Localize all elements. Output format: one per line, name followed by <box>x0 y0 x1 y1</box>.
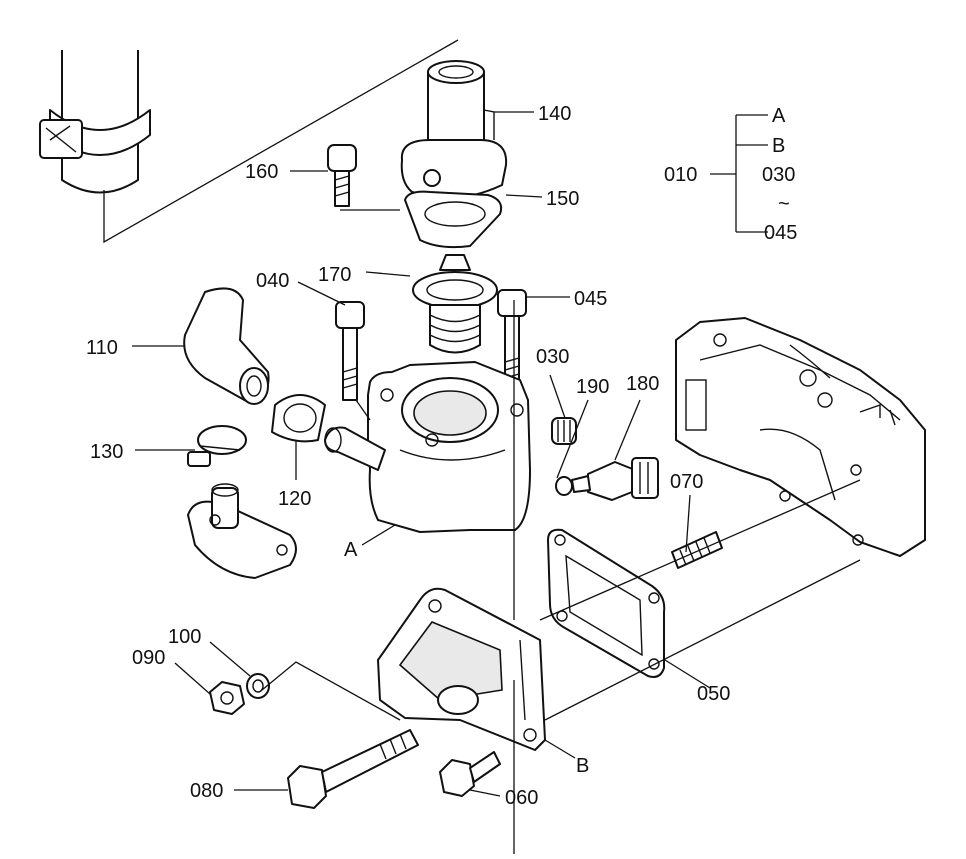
callout-180: 180 <box>626 373 659 395</box>
leader-lines <box>132 111 861 854</box>
callout-120: 120 <box>278 488 311 510</box>
callout-110: 110 <box>86 337 118 359</box>
callout-130: 130 <box>90 441 123 463</box>
callout-ref-b: B <box>576 755 589 777</box>
callout-labels: 140 150 160 170 040 045 110 030 190 180 … <box>86 103 730 809</box>
callout-170: 170 <box>318 264 351 286</box>
callout-040: 040 <box>256 270 289 292</box>
thermostat-housing <box>324 361 531 533</box>
bypass-hose <box>183 287 270 405</box>
legend-item-a: A <box>772 105 786 127</box>
bolt-080 <box>287 729 419 809</box>
bolt-040 <box>335 301 365 401</box>
legend-group-label: 010 <box>664 164 697 186</box>
callout-060: 060 <box>505 787 538 809</box>
stud-070 <box>671 531 723 569</box>
callout-150: 150 <box>546 188 579 210</box>
callout-090: 090 <box>132 647 165 669</box>
o-ring-190 <box>555 476 573 496</box>
lower-housing <box>377 587 546 751</box>
group-legend: 010 A B 030 ~ 045 <box>664 105 797 244</box>
cylinder-head <box>675 317 926 557</box>
hose-clamp-130 <box>187 425 247 467</box>
bolt-160 <box>327 144 357 207</box>
callout-100: 100 <box>168 626 201 648</box>
callout-190: 190 <box>576 376 609 398</box>
callout-050: 050 <box>697 683 730 705</box>
nut-090 <box>209 681 245 715</box>
callout-070: 070 <box>670 471 703 493</box>
legend-item-tilde: ~ <box>778 193 790 215</box>
plug-030 <box>551 417 577 445</box>
temperature-sensor <box>571 457 659 501</box>
bolt-045 <box>497 289 527 391</box>
upper-hose-with-clamp <box>39 39 459 244</box>
gasket-050 <box>547 528 666 678</box>
callout-080: 080 <box>190 780 223 802</box>
bolt-060 <box>439 751 501 797</box>
callout-030: 030 <box>536 346 569 368</box>
callout-140: 140 <box>538 103 571 125</box>
callout-ref-a: A <box>344 539 358 561</box>
legend-item-030: 030 <box>762 164 795 186</box>
water-outlet-elbow <box>400 60 508 200</box>
legend-item-b: B <box>772 135 785 157</box>
callout-160: 160 <box>245 161 278 183</box>
washer-100 <box>246 673 270 699</box>
hose-clamp-120 <box>271 394 326 443</box>
callout-045: 045 <box>574 288 607 310</box>
legend-item-045: 045 <box>764 222 797 244</box>
pipe-flange <box>187 483 297 579</box>
outlet-gasket <box>404 190 503 249</box>
thermostat <box>412 254 498 354</box>
